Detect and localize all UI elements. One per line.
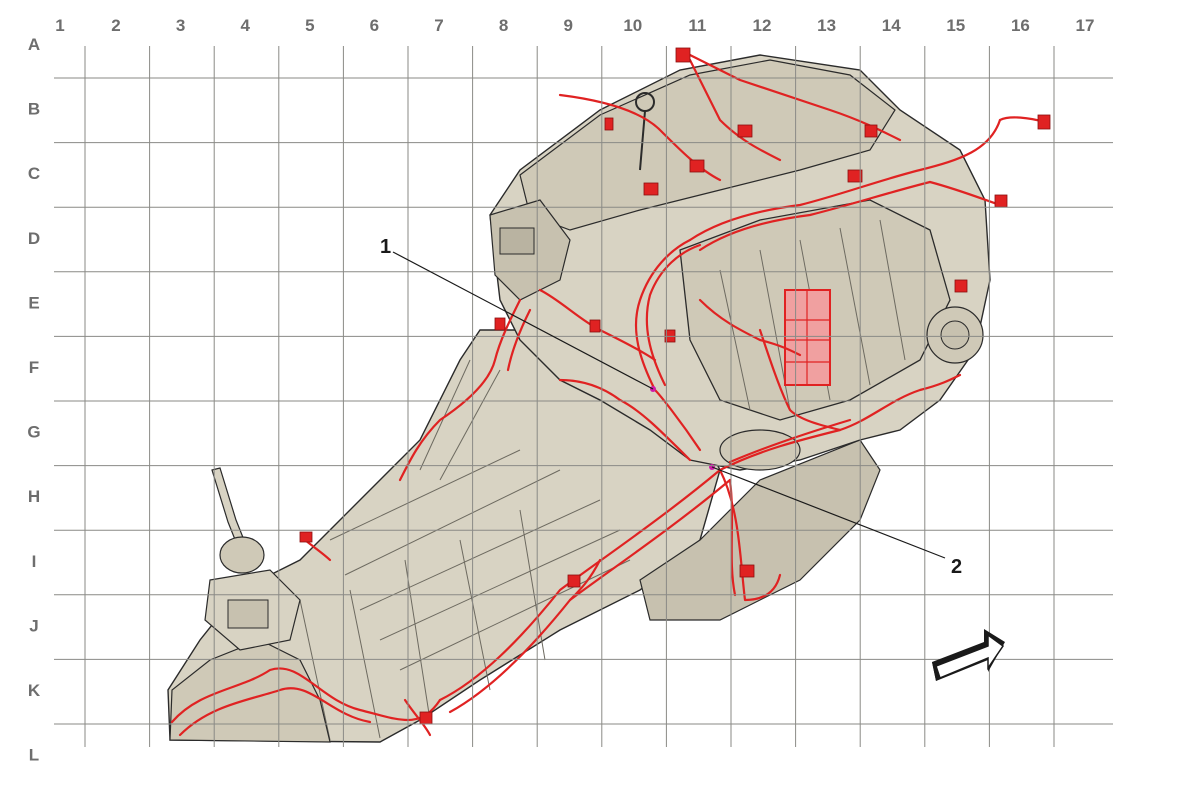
grid-row-label: L — [29, 746, 39, 765]
grid-column-label: 2 — [111, 16, 120, 35]
reference-grid — [54, 46, 1113, 747]
grid-row-label: K — [28, 681, 41, 700]
grid-row-label: C — [28, 164, 40, 183]
grid-column-label: 15 — [946, 16, 965, 35]
grid-column-label: 13 — [817, 16, 836, 35]
cylinder-head — [519, 59, 896, 231]
extension-housing — [169, 639, 331, 743]
grid-column-label: 11 — [688, 16, 706, 35]
grid-row-label: G — [27, 423, 40, 442]
grid-row-label: D — [28, 229, 40, 248]
transmission-ribs — [299, 359, 631, 741]
callout-1-leader-line — [392, 251, 654, 390]
grid-column-label: 17 — [1076, 16, 1095, 35]
shifter-assembly — [204, 467, 301, 651]
grid-row-label: H — [28, 487, 40, 506]
grid-column-label: 12 — [753, 16, 772, 35]
engine-transmission-illustration — [167, 47, 1051, 743]
callout-2: 2 — [711, 466, 962, 578]
grid-column-label: 1 — [55, 16, 64, 35]
callout-2-label: 2 — [951, 556, 962, 578]
grid-row-label: J — [29, 616, 38, 635]
grid-row-label: F — [29, 358, 39, 377]
grid-row-label: B — [28, 100, 40, 119]
grid-row-label: A — [28, 35, 40, 54]
grid-column-label: 8 — [499, 16, 508, 35]
grid-column-label: 6 — [370, 16, 379, 35]
grid-column-label: 3 — [176, 16, 185, 35]
grid-column-label: 7 — [434, 16, 443, 35]
grid-column-label: 4 — [240, 16, 250, 35]
callout-2-leader-line — [711, 466, 946, 559]
grid-row-label: E — [28, 293, 39, 312]
grid-column-label: 9 — [563, 16, 572, 35]
front-direction-arrow-icon — [932, 629, 1005, 681]
grid-column-label: 10 — [623, 16, 642, 35]
grid-column-label: 16 — [1011, 16, 1030, 35]
callout-1: 1 — [380, 236, 654, 390]
grid-column-label: 14 — [882, 16, 901, 35]
callout-1-label: 1 — [380, 236, 391, 258]
grid-column-label: 5 — [305, 16, 314, 35]
grid-row-label: I — [32, 552, 37, 571]
grid-row-labels: A B C D E F G H I J K L — [27, 35, 40, 765]
